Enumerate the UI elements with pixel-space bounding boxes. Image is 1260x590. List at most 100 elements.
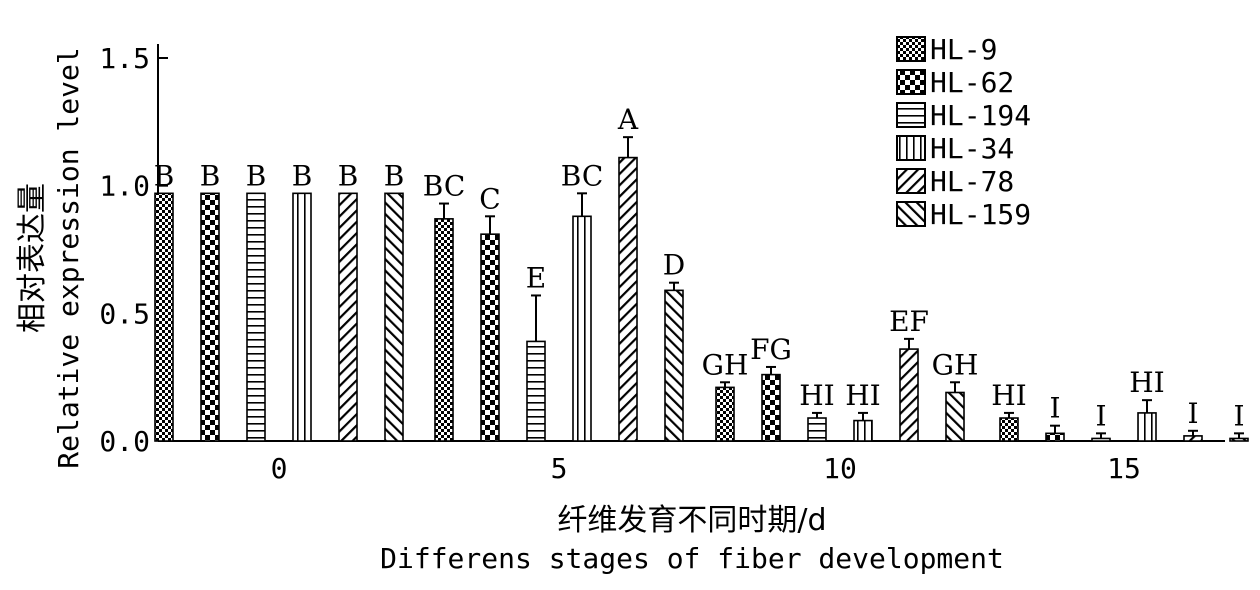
bar-group-item: A xyxy=(617,103,639,442)
x-axis-title-cn: 纤维发育不同时期/d xyxy=(557,503,826,538)
bar xyxy=(618,156,638,442)
bar-group-item: FG xyxy=(750,333,792,442)
legend-entry: HL-9 xyxy=(896,33,997,66)
y-tick-label: 0.5 xyxy=(99,297,150,330)
significance-label: BC xyxy=(423,170,466,203)
x-tick-label: 15 xyxy=(1107,452,1141,485)
significance-label: EF xyxy=(889,305,929,338)
bar-group-item: B xyxy=(384,159,405,442)
bar xyxy=(246,192,266,442)
bar-group-item: C xyxy=(479,182,501,442)
bar xyxy=(999,417,1019,442)
bar xyxy=(384,192,404,442)
bar xyxy=(761,373,781,442)
x-axis-title: Differens stages of fiber development xyxy=(380,542,1004,575)
bar-group-item: B xyxy=(292,159,313,442)
significance-label: I xyxy=(1095,399,1106,432)
significance-label: B xyxy=(384,159,405,192)
bar xyxy=(1229,437,1249,442)
significance-label: HI xyxy=(799,379,834,412)
bar xyxy=(154,192,174,442)
bar-group-item: BC xyxy=(561,159,604,442)
x-tick-label: 5 xyxy=(551,452,568,485)
y-tick-label: 1.0 xyxy=(99,170,150,203)
legend-label: HL-62 xyxy=(930,66,1014,99)
bar-group-item: E xyxy=(526,261,546,442)
bar xyxy=(480,233,500,442)
axes: 0.0 0.5 1.0 1.5 0 5 10 15 xyxy=(99,42,1225,485)
legend-entry: HL-78 xyxy=(896,165,1014,198)
bar-group-item: GH xyxy=(932,348,979,442)
y-axis-title: Relative expression level xyxy=(52,47,85,468)
bar-group-item: B xyxy=(246,159,266,442)
legend-entry: HL-194 xyxy=(896,99,1031,132)
significance-label: HI xyxy=(991,379,1026,412)
legend-label: HL-78 xyxy=(930,165,1014,198)
bar xyxy=(807,417,827,442)
x-tick-label: 0 xyxy=(271,452,288,485)
significance-label: B xyxy=(338,159,359,192)
significance-label: GH xyxy=(702,348,749,381)
bar xyxy=(526,340,546,442)
bar-group-item: I xyxy=(1045,392,1065,442)
legend-label: HL-34 xyxy=(930,132,1014,165)
x-tick-label: 10 xyxy=(823,452,857,485)
legend-label: HL-9 xyxy=(930,33,997,66)
bar-group-item: D xyxy=(663,249,685,442)
significance-label: B xyxy=(200,159,221,192)
significance-label: I xyxy=(1187,397,1198,430)
significance-label: D xyxy=(663,249,685,282)
bar-group-item: B xyxy=(338,159,359,442)
significance-label: GH xyxy=(932,348,979,381)
significance-label: FG xyxy=(750,333,792,366)
legend-entry: HL-62 xyxy=(896,66,1014,99)
bar xyxy=(853,419,873,442)
bar xyxy=(945,391,965,442)
bar-group-item: HI xyxy=(1129,366,1165,442)
significance-label: I xyxy=(1233,399,1244,432)
bar xyxy=(292,192,312,442)
bar-group-item: EF xyxy=(889,305,929,442)
bar-group-item: GH xyxy=(702,348,749,442)
bar xyxy=(899,348,919,442)
bar xyxy=(434,218,454,442)
legend-swatch xyxy=(896,201,926,227)
legend-entry: HL-159 xyxy=(896,198,1031,231)
bar xyxy=(572,215,592,442)
bar-group-item: HI xyxy=(991,379,1027,442)
bar-group-item: HI xyxy=(845,379,881,442)
significance-label: C xyxy=(479,182,500,215)
significance-label: B xyxy=(154,159,175,192)
y-tick-label: 0.0 xyxy=(99,425,150,458)
legend-swatch xyxy=(896,69,926,95)
bar xyxy=(715,386,735,442)
y-axis-title-cn: 相对表达量 xyxy=(15,183,50,333)
bar-group-item: B xyxy=(154,159,175,442)
bar-group-item: HI xyxy=(799,379,835,442)
legend-swatch xyxy=(896,102,926,128)
bar xyxy=(200,192,220,442)
bar xyxy=(1045,432,1065,442)
bar xyxy=(1091,437,1111,442)
significance-label: BC xyxy=(561,159,604,192)
bar xyxy=(338,192,358,442)
bar xyxy=(1137,412,1157,442)
bar-group-item: BC xyxy=(423,170,466,442)
significance-label: I xyxy=(1049,392,1060,425)
bar-group-item: I xyxy=(1091,399,1111,442)
legend-swatch xyxy=(896,135,926,161)
bar-group-item: B xyxy=(200,159,221,442)
significance-label: HI xyxy=(845,379,880,412)
bar-group-item: I xyxy=(1183,397,1203,442)
bar xyxy=(664,289,684,442)
legend-entry: HL-34 xyxy=(896,132,1014,165)
bar xyxy=(1183,435,1203,442)
significance-label: HI xyxy=(1129,366,1164,399)
significance-label: A xyxy=(617,103,639,136)
significance-label: B xyxy=(292,159,313,192)
y-tick-label: 1.5 xyxy=(99,42,150,75)
